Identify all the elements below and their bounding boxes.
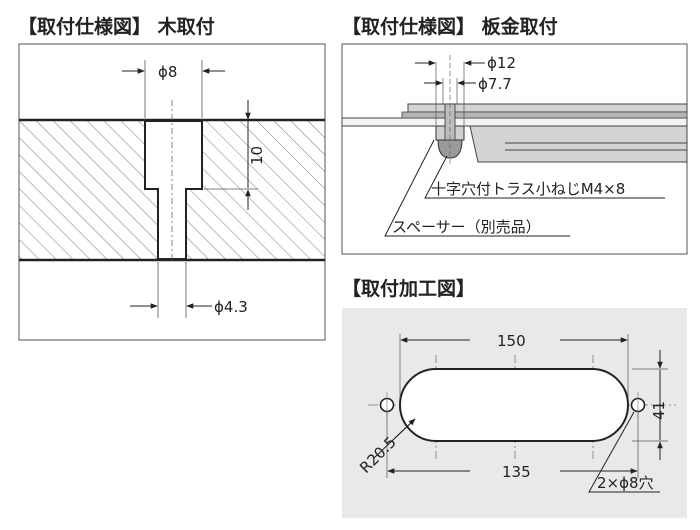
slot-cutout — [399, 368, 629, 442]
wood-bottom-diameter: ϕ4.3 — [214, 298, 248, 316]
wood-hole — [144, 120, 203, 260]
wood-mount-diagram: ϕ8 10 ϕ4.3 — [18, 43, 326, 341]
dim-height: 41 — [650, 401, 668, 420]
screw-label: 十字穴付トラス小ねじM4×8 — [431, 180, 625, 198]
wood-top-diameter: ϕ8 — [158, 63, 177, 81]
cutout-diagram: 150 41 135 R20.5 2×ϕ8穴 — [342, 308, 687, 518]
wood-depth: 10 — [248, 146, 266, 165]
dim-pitch: 135 — [502, 463, 531, 481]
sheet-mount-diagram: ϕ12 ϕ7.7 十字穴付トラス小ねじM4×8 スペーサー（別売品） — [341, 43, 688, 255]
dim-total-width: 150 — [497, 332, 526, 350]
sheet-outer-diameter: ϕ12 — [487, 54, 516, 72]
cutout-heading: 【取付加工図】 — [342, 278, 476, 300]
sheet-mount-heading: 【取付仕様図】 板金取付 — [342, 16, 558, 38]
sheet-inner-diameter: ϕ7.7 — [478, 75, 512, 93]
screw-head — [437, 139, 463, 159]
wood-mount-heading: 【取付仕様図】 木取付 — [18, 16, 215, 38]
spacer-label: スペーサー（別売品） — [392, 218, 541, 236]
dim-holes: 2×ϕ8穴 — [597, 474, 654, 492]
